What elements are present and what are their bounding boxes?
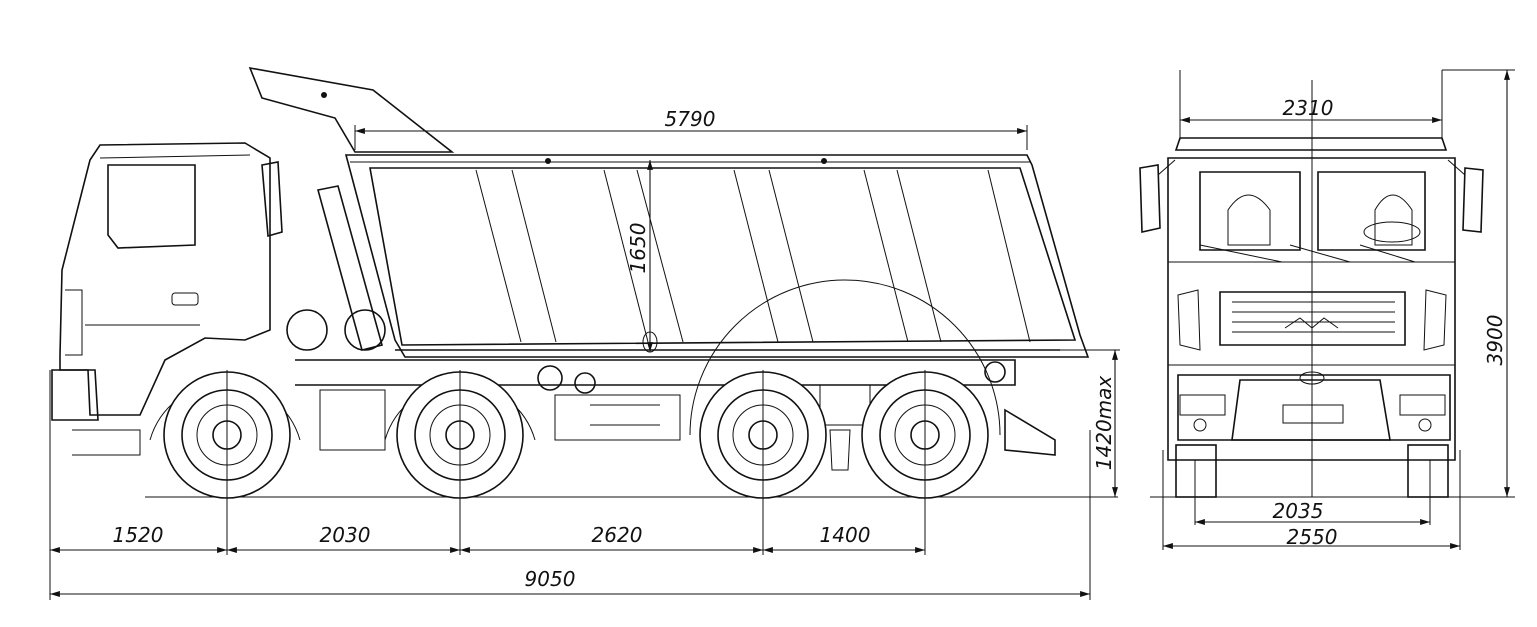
dump-body [344, 154, 1090, 358]
front-view: 2310 3900 2035 2550 [1139, 69, 1515, 550]
dim-label-overall-width: 2550 [1287, 525, 1338, 549]
front-cab [1167, 157, 1456, 461]
dim-label-platform-height: 1420max [1092, 376, 1116, 471]
dim-body-height: 1650 [626, 160, 658, 353]
dim-overall-height: 3900 [1483, 70, 1510, 497]
dim-overall-width: 2550 [1163, 525, 1460, 549]
dim-label-track-width: 2035 [1273, 499, 1324, 523]
raised-front-shield [248, 66, 455, 153]
dim-label-overall-height: 3900 [1483, 315, 1507, 366]
dim-wheelbase-row: 1520 2030 2620 1400 [50, 523, 925, 553]
dim-label-body-length: 5790 [665, 107, 716, 131]
dim-label-body-height: 1650 [626, 223, 650, 274]
wheel-front-1 [149, 371, 301, 499]
front-mirrors [1139, 159, 1484, 233]
dim-label-overall-length: 9050 [525, 567, 576, 591]
dim-body-width: 2310 [1180, 96, 1442, 123]
dim-body-length: 5790 [354, 107, 1028, 150]
dim-label-wheelbase-2: 2620 [592, 523, 643, 547]
dim-track-width: 2035 [1195, 499, 1430, 525]
cab [51, 142, 283, 456]
dim-label-wheelbase-3: 1400 [820, 523, 871, 547]
dim-platform-height: 1420max [1060, 349, 1120, 497]
dim-label-front-overhang: 1520 [113, 523, 164, 547]
side-view: 5790 1650 1420max 1520 2030 2620 1400 [49, 66, 1120, 600]
hydraulic-cylinder [286, 185, 386, 351]
dim-overall-length: 9050 [50, 567, 1090, 597]
dim-label-wheelbase-1: 2030 [320, 523, 371, 547]
dim-label-body-width: 2310 [1283, 96, 1334, 120]
